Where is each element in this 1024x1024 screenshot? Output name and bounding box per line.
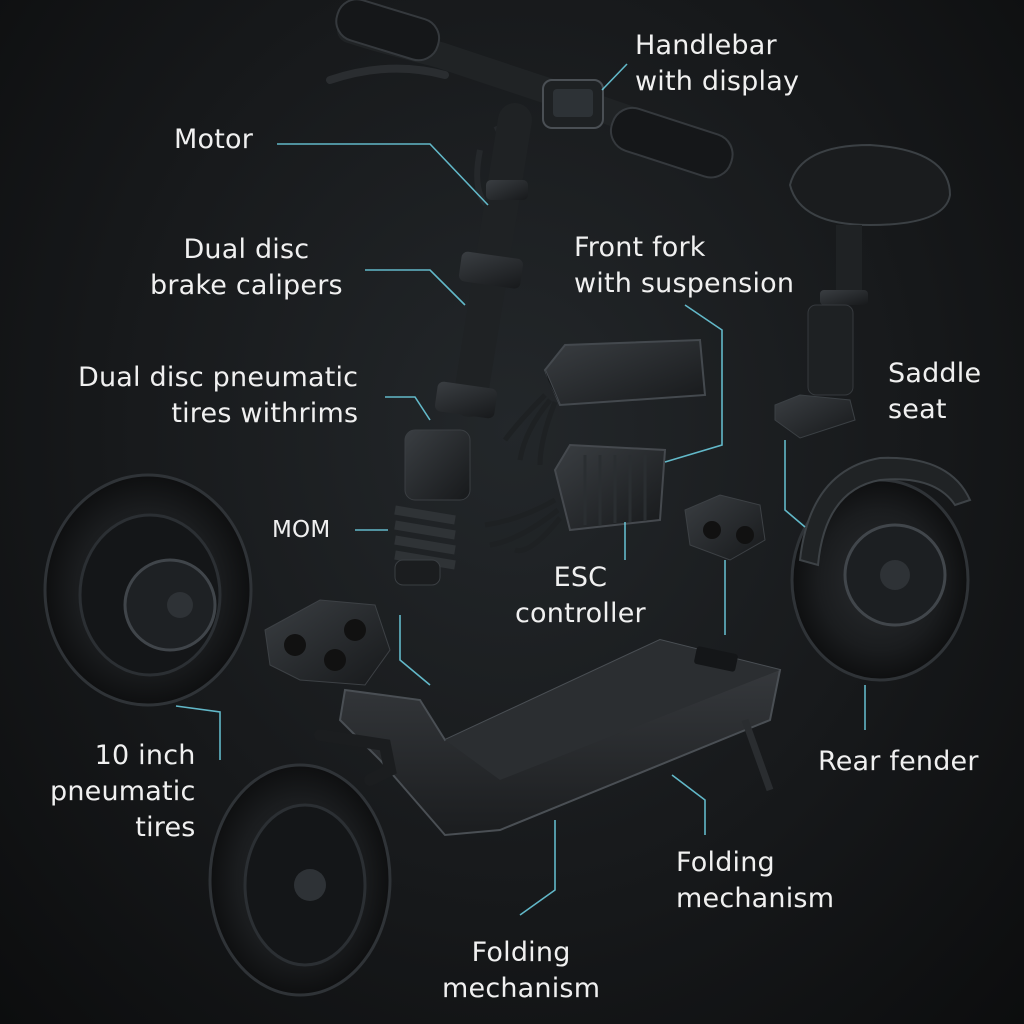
leader-folding-right	[671, 774, 706, 835]
leader-fork	[664, 304, 723, 463]
rear-wheel-part	[790, 456, 972, 682]
esc-part	[484, 443, 667, 554]
front-wheel-part	[43, 473, 253, 707]
leader-caliper	[399, 615, 431, 686]
caliper-part-right	[684, 494, 766, 561]
leader-pneumatic	[385, 396, 431, 421]
suspension-part	[394, 429, 471, 586]
leader-folding-bottom	[519, 820, 556, 916]
handlebar-part	[326, 0, 734, 213]
stem-part	[434, 103, 532, 419]
label-mom: MOM	[272, 517, 331, 543]
leader-tires	[175, 705, 221, 760]
leader-lines	[175, 63, 866, 916]
battery-part	[503, 338, 707, 466]
leader-motor	[277, 143, 489, 206]
bottom-wheel-part	[208, 763, 392, 997]
saddle-part	[774, 143, 952, 439]
caliper-part-left	[264, 599, 391, 686]
leader-handlebar	[601, 63, 628, 91]
leader-brake	[365, 269, 466, 306]
label-motor: Motor	[174, 124, 254, 155]
label-rear-fender: Rear fender	[818, 746, 979, 777]
leader-saddle	[784, 440, 806, 528]
deck-part	[314, 638, 782, 837]
